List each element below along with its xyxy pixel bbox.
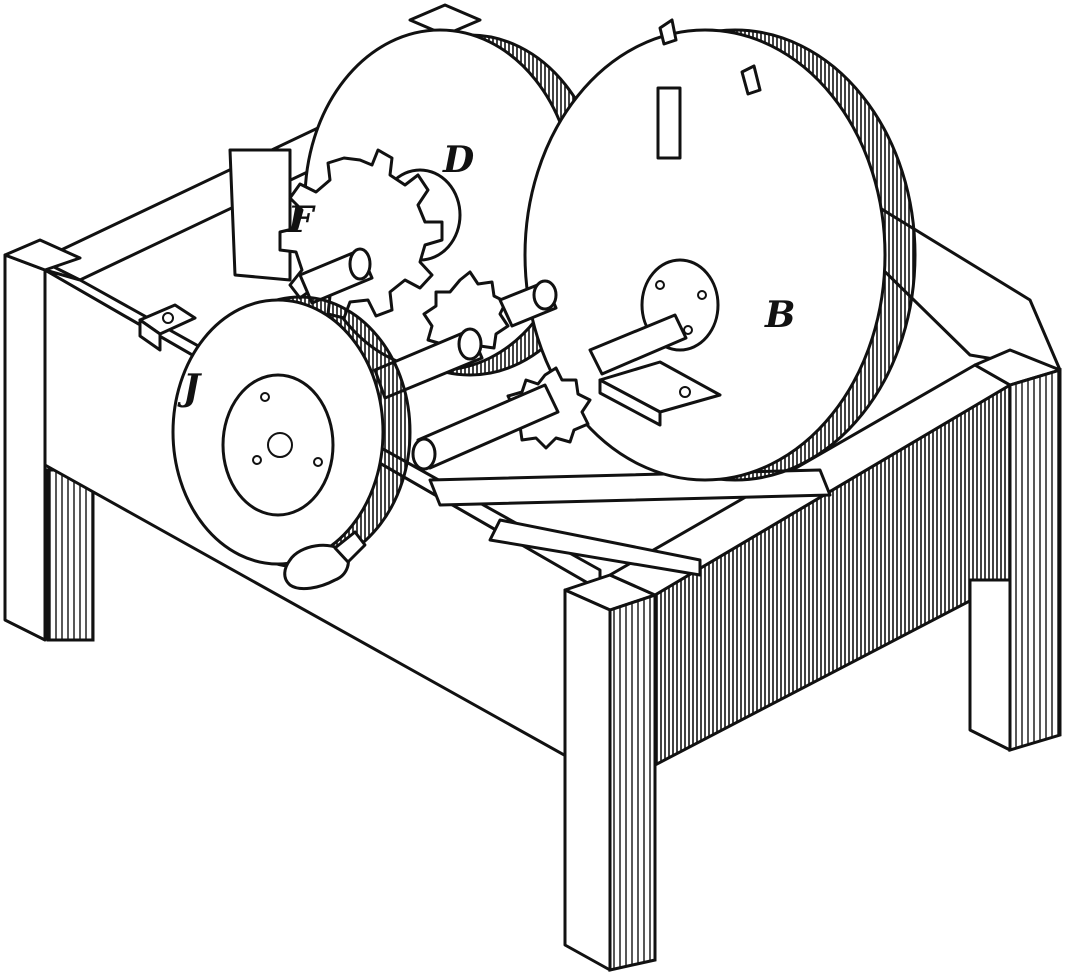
handwheel-j <box>171 295 412 591</box>
shafts <box>138 247 722 471</box>
crank-handle <box>283 530 367 591</box>
label-b: B <box>764 294 795 336</box>
label-d: D <box>442 139 474 181</box>
lower-shaft-end <box>411 437 437 471</box>
left-rear-leg <box>3 253 47 642</box>
label-f: F <box>287 199 316 241</box>
